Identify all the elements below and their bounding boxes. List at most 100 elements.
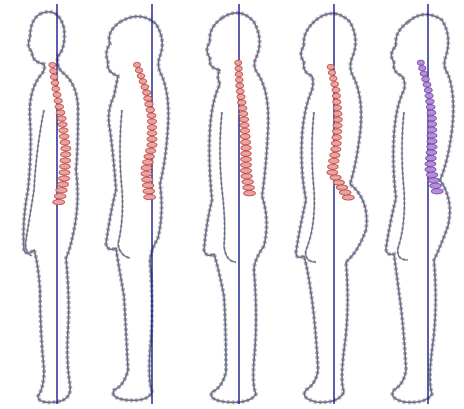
vertebra: [427, 144, 437, 149]
vertebra: [61, 152, 71, 157]
vertebra: [241, 174, 252, 179]
vertebra: [426, 105, 435, 110]
vertebra: [332, 135, 342, 140]
vertebra: [327, 170, 338, 175]
vertebra: [328, 70, 335, 75]
figure-3-flat-back: [204, 4, 268, 404]
vertebra: [147, 113, 156, 118]
vertebra: [57, 116, 66, 121]
vertebra: [241, 145, 251, 150]
vertebra: [56, 110, 65, 115]
vertebra: [59, 176, 70, 181]
vertebra: [427, 110, 436, 115]
vertebra: [343, 195, 355, 200]
vertebra: [134, 62, 141, 67]
vertebra: [428, 116, 437, 121]
vertebra: [240, 134, 250, 139]
vertebra: [50, 68, 57, 73]
vertebra: [426, 150, 436, 155]
vertebra: [143, 90, 151, 95]
arm-outline-2: [118, 110, 130, 258]
vertebra: [58, 122, 67, 127]
vertebra: [144, 195, 156, 200]
vertebra: [235, 66, 242, 71]
vertebra: [59, 170, 70, 175]
vertebra: [427, 122, 436, 127]
vertebra: [339, 190, 351, 195]
vertebra: [425, 167, 436, 172]
vertebra: [333, 99, 341, 104]
vertebra: [430, 183, 442, 188]
vertebra: [240, 123, 249, 128]
vertebra: [146, 148, 156, 153]
spine-1: [49, 62, 71, 204]
vertebra: [240, 117, 249, 122]
vertebra: [236, 77, 244, 82]
vertebra: [333, 180, 344, 185]
arm-outline-5: [398, 112, 408, 260]
vertebra: [141, 165, 152, 170]
body-outline-3: [204, 13, 268, 402]
vertebra: [332, 87, 340, 92]
vertebra: [235, 72, 242, 77]
vertebra: [148, 119, 157, 124]
vertebra: [145, 102, 153, 107]
vertebra: [235, 60, 242, 65]
spine-3: [235, 60, 256, 196]
vertebra: [242, 179, 253, 184]
vertebra: [240, 128, 250, 133]
vertebra: [143, 160, 154, 165]
vertebra: [141, 84, 149, 89]
spine-5: [417, 60, 443, 194]
vertebra: [330, 153, 340, 158]
vertebra: [423, 82, 431, 87]
vertebra: [236, 89, 244, 94]
vertebra: [142, 177, 153, 182]
vertebra: [147, 131, 157, 136]
vertebra: [54, 194, 66, 199]
vertebra: [59, 134, 69, 139]
vertebra: [236, 83, 244, 88]
vertebra: [417, 60, 424, 65]
vertebra: [333, 105, 341, 110]
vertebra: [420, 71, 427, 76]
vertebra: [329, 158, 339, 163]
vertebra: [336, 185, 347, 190]
vertebra: [427, 172, 438, 177]
vertebra: [49, 62, 56, 67]
vertebra: [53, 200, 65, 205]
vertebra: [54, 98, 62, 103]
vertebra: [241, 151, 251, 156]
spine-2: [134, 62, 158, 200]
vertebra: [422, 77, 430, 82]
vertebra: [147, 125, 156, 130]
vertebra: [238, 106, 247, 111]
vertebra: [333, 129, 342, 134]
vertebra: [426, 99, 434, 104]
vertebra: [60, 158, 70, 163]
vertebra: [427, 127, 437, 132]
figure-1-ideal: [24, 4, 79, 404]
vertebra: [327, 64, 334, 69]
vertebra: [241, 157, 252, 162]
vertebra: [144, 96, 152, 101]
vertebra: [59, 128, 68, 133]
vertebra: [51, 80, 59, 85]
vertebra: [330, 175, 341, 180]
vertebra: [243, 185, 255, 190]
vertebra: [147, 142, 157, 147]
vertebra: [57, 182, 68, 187]
vertebra: [331, 82, 339, 87]
body-outline-5: [386, 14, 453, 402]
vertebra: [141, 171, 152, 176]
vertebra: [427, 139, 437, 144]
vertebra: [333, 111, 342, 116]
vertebra: [241, 140, 251, 145]
vertebra: [142, 183, 153, 188]
vertebra: [238, 100, 246, 105]
vertebra: [428, 178, 439, 183]
vertebra: [147, 137, 157, 142]
vertebra: [239, 111, 248, 116]
vertebra: [425, 161, 436, 166]
figure-4-sway-back: [296, 4, 367, 404]
